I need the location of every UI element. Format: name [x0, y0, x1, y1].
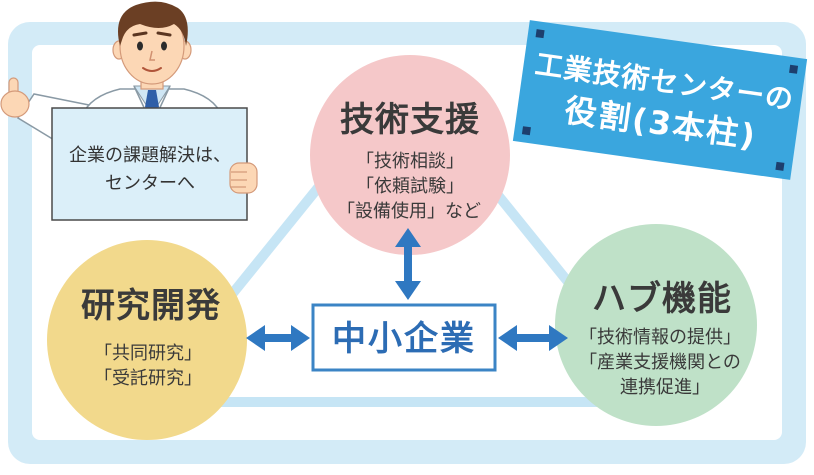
hub-item: 連携促進」 — [620, 377, 710, 398]
sign-line-1: 企業の課題解決は、 — [69, 145, 231, 166]
research-item: 「受託研究」 — [94, 368, 202, 389]
hub-circle — [555, 224, 757, 426]
badge-dot — [789, 64, 799, 74]
arrow-hub-center — [498, 325, 568, 351]
research-circle — [47, 240, 247, 440]
arrows — [246, 228, 568, 351]
pointing-hand-icon — [0, 77, 30, 118]
presenter-nose — [149, 50, 155, 61]
holding-hand-icon — [229, 162, 258, 194]
pillar-hub: ハブ機能 「技術情報の提供」 「産業支援機関との 連携促進」 — [555, 224, 757, 426]
hub-title: ハブ機能 — [592, 279, 732, 319]
center-label: 中小企業 — [332, 319, 476, 359]
presenter-eyebrow-right — [156, 31, 172, 37]
presenter-eyebrow-left — [132, 31, 148, 37]
center-box — [311, 303, 497, 372]
support-title: 技術支援 — [340, 100, 480, 140]
support-item: 「設備使用」など — [337, 201, 481, 222]
sign-board: 企業の課題解決は、 センターへ — [51, 107, 248, 221]
presenter-eye-left — [137, 41, 143, 51]
badge-panel — [512, 20, 808, 180]
pillar-research: 研究開発 「共同研究」 「受託研究」 — [47, 240, 247, 440]
arrow-research-center — [246, 325, 310, 351]
research-title: 研究開発 — [81, 286, 221, 326]
presenter-mouth — [142, 67, 162, 72]
support-circle — [310, 55, 510, 255]
pillar-support: 技術支援 「技術相談」 「依頼試験」 「設備使用」など — [310, 55, 510, 255]
holding-fist — [229, 162, 258, 194]
support-item: 「依頼試験」 — [356, 176, 464, 197]
roles-badge: 工業技術センターの 役割(3本柱) — [512, 20, 808, 180]
hub-item: 「産業支援機関との — [579, 352, 741, 373]
hub-item: 「技術情報の提供」 — [579, 327, 741, 348]
pointing-fist — [0, 90, 30, 118]
badge-dot — [535, 29, 545, 39]
holding-fingers — [231, 171, 247, 188]
sign-panel — [51, 107, 248, 221]
research-item: 「共同研究」 — [94, 343, 202, 364]
support-item: 「技術相談」 — [356, 151, 464, 172]
badge-dot — [775, 161, 785, 171]
presenter-eye-right — [161, 41, 167, 51]
center-node: 中小企業 — [311, 303, 497, 372]
presenter-hair — [118, 1, 188, 46]
sign-line-2: センターへ — [105, 173, 195, 194]
badge-dot — [521, 126, 531, 136]
arrow-support-center — [395, 228, 421, 300]
